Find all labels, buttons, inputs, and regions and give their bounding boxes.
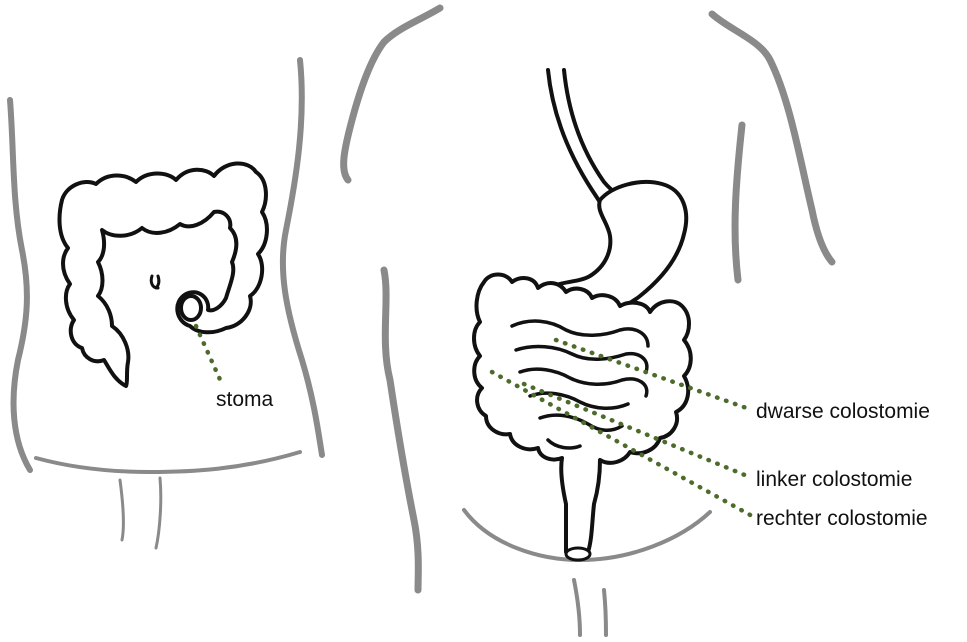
- label-dwarse-colostomie: dwarse colostomie: [756, 401, 930, 422]
- rectum-end: [566, 548, 590, 560]
- label-rechter-colostomie: rechter colostomie: [756, 508, 928, 529]
- right-intestines: [474, 275, 691, 561]
- right-colon: [474, 275, 691, 559]
- label-stoma: stoma: [216, 389, 273, 410]
- left-stoma-ring: [181, 296, 201, 320]
- left-colon: [60, 163, 267, 386]
- left-colon-outer: [60, 163, 267, 386]
- left-navel-mark: [151, 276, 159, 288]
- label-linker-colostomie: linker colostomie: [756, 469, 912, 490]
- right-esophagus-stomach: [544, 70, 686, 318]
- left-torso-outline: [10, 60, 322, 548]
- leader-stoma: [196, 326, 222, 384]
